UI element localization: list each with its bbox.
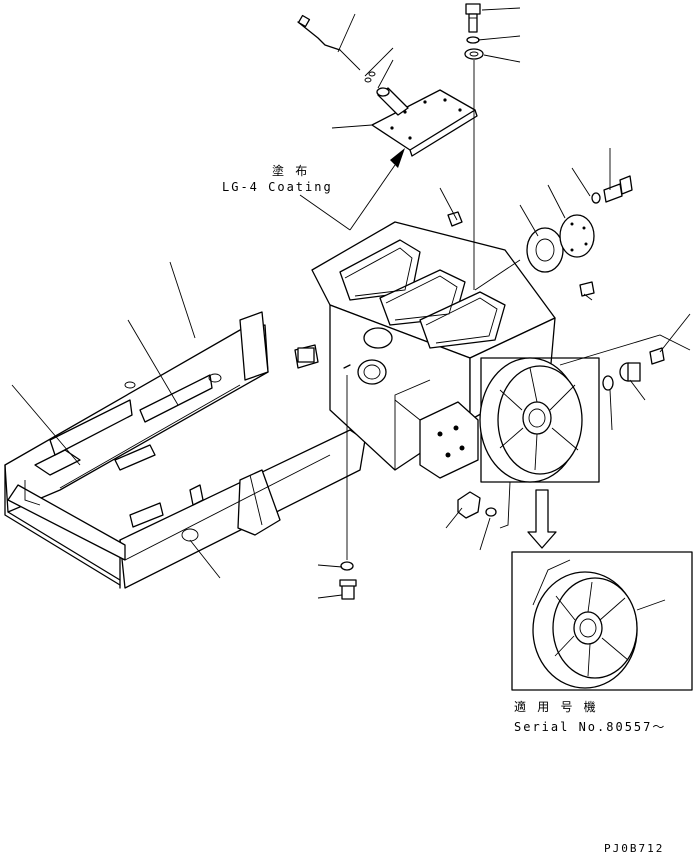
serial-note-en: Serial No.80557～ xyxy=(514,720,667,734)
final-drive-hub xyxy=(479,357,600,483)
serial-note-jp: 適 用 号 機 xyxy=(514,700,598,714)
top-cover-assembly xyxy=(297,14,478,157)
leader-lines xyxy=(11,7,691,599)
down-arrow xyxy=(527,489,557,549)
bolt-stack xyxy=(464,3,484,290)
detail-inset xyxy=(511,551,693,691)
figure-id: PJ0B712 xyxy=(604,842,665,855)
main-frame xyxy=(4,311,366,589)
coating-note-jp: 塗 布 xyxy=(272,164,310,178)
coating-note-en: LG-4 Coating xyxy=(222,180,333,194)
transmission-case xyxy=(297,221,556,479)
